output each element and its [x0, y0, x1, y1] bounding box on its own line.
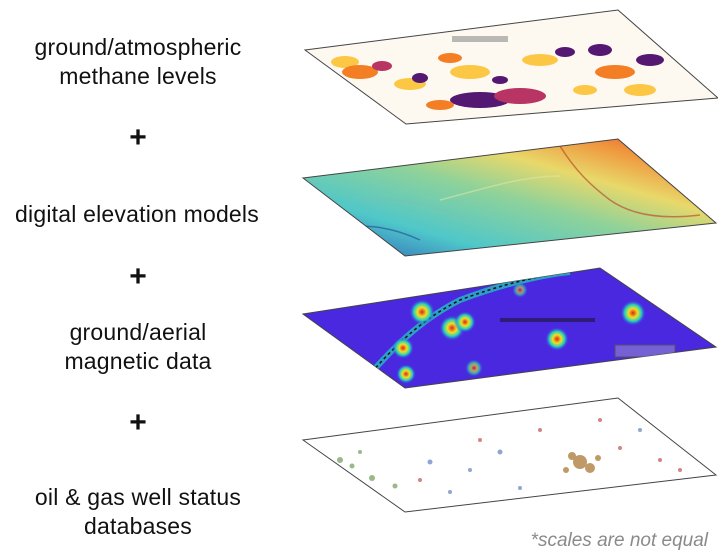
plus-sign: +: [129, 406, 147, 439]
label-line: databases: [84, 513, 192, 539]
plus-sign: +: [129, 121, 147, 154]
layer-label-magnetic: ground/aerial magnetic data: [4, 318, 272, 376]
label-line: digital elevation models: [15, 201, 259, 227]
label-line: ground/atmospheric: [34, 34, 242, 60]
label-line: methane levels: [59, 63, 217, 89]
layer-label-methane: ground/atmospheric methane levels: [4, 33, 272, 91]
layer-label-elevation: digital elevation models: [0, 200, 282, 229]
label-line: ground/aerial: [69, 319, 207, 345]
footnote: *scales are not equal: [530, 530, 708, 551]
label-line: magnetic data: [64, 348, 212, 374]
methane-map-layer: [303, 9, 718, 125]
elevation-map-layer: [301, 138, 718, 257]
magnetic-map-layer: [301, 267, 718, 389]
wells-map-layer: [301, 397, 718, 513]
plus-sign: +: [129, 260, 147, 293]
label-line: oil & gas well status: [34, 484, 242, 510]
layer-label-wells: oil & gas well status databases: [4, 483, 272, 541]
